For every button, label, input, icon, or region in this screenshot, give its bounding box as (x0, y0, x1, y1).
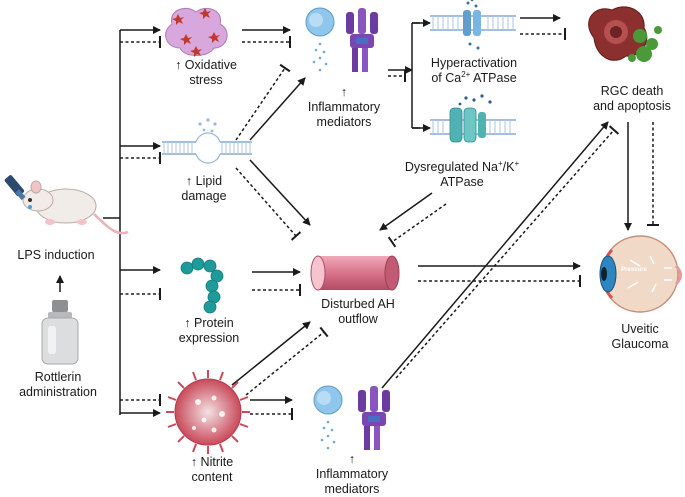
inflammatory-mediators-top-label: ↑ Inflammatory mediators (307, 85, 381, 129)
nitrite-content-label: ↑ Nitrite content (190, 455, 234, 484)
ah-outflow-tube-icon (310, 255, 400, 291)
ca-atpase-label: Hyperactivation of Ca2+ ATPase (430, 56, 518, 85)
inhibit-lipid-inflam (235, 63, 291, 141)
arrow-lipid-ah (249, 159, 311, 226)
ros-star-icon (199, 8, 211, 19)
inhibit-inflam-rgc (395, 125, 620, 379)
inhibit-lipid-ah (235, 167, 302, 241)
na-k-atpase-label: Dysregulated Na+/K+ ATPase (404, 158, 520, 189)
ros-star-icon (208, 32, 220, 43)
ah-outflow-label: Disturbed AH outflow (321, 297, 395, 326)
arrow-inflam-rgc (381, 121, 609, 389)
rottlerin-bottle-icon (41, 300, 79, 365)
protein-chain-icon (180, 257, 224, 314)
oxidative-stress-icon (165, 8, 228, 57)
rottlerin-label: Rottlerin administration (19, 370, 97, 399)
receptor-icon (358, 386, 390, 450)
na-k-atpase-icon (430, 94, 516, 143)
dropper-icon (4, 175, 32, 209)
ros-star-icon (180, 34, 192, 45)
inhibit-nitrite-ah (245, 326, 329, 396)
rat-icon (22, 180, 129, 235)
receptor-icon (346, 8, 378, 72)
ca-atpase-icon (430, 0, 516, 50)
eye-icon (599, 235, 682, 313)
lipid-membrane-icon (162, 118, 252, 164)
lps-induction-label: LPS induction (17, 248, 95, 262)
ros-star-icon (172, 14, 184, 25)
bracket (411, 22, 420, 129)
uveitic-glaucoma-label: Uveitic Glaucoma (611, 322, 669, 351)
inflammatory-mediators-bottom-label: ↑ Inflammatory mediators (315, 452, 389, 496)
ros-star-icon (190, 46, 202, 57)
eye-pressure-label: Pressure (621, 267, 647, 273)
arrows (56, 14, 659, 420)
inhibit-na-ah (387, 203, 447, 248)
oxidative-stress-label: ↑ Oxidative stress (175, 58, 237, 87)
trunk-line (103, 30, 121, 415)
rgc-death-icon (588, 6, 662, 62)
arrow-na-ah (379, 192, 433, 231)
arrow-lipid-inflam (249, 77, 306, 141)
nitrite-virus-icon (166, 370, 250, 454)
inflammatory-cell-icon (313, 385, 343, 450)
lipid-damage-label: ↑ Lipid damage (181, 174, 227, 203)
rgc-death-label: RGC death and apoptosis (593, 84, 671, 113)
arrow-nitrite-ah (231, 321, 311, 386)
protein-expression-label: ↑ Protein expression (178, 316, 240, 345)
inflammatory-cell-icon (305, 7, 335, 72)
